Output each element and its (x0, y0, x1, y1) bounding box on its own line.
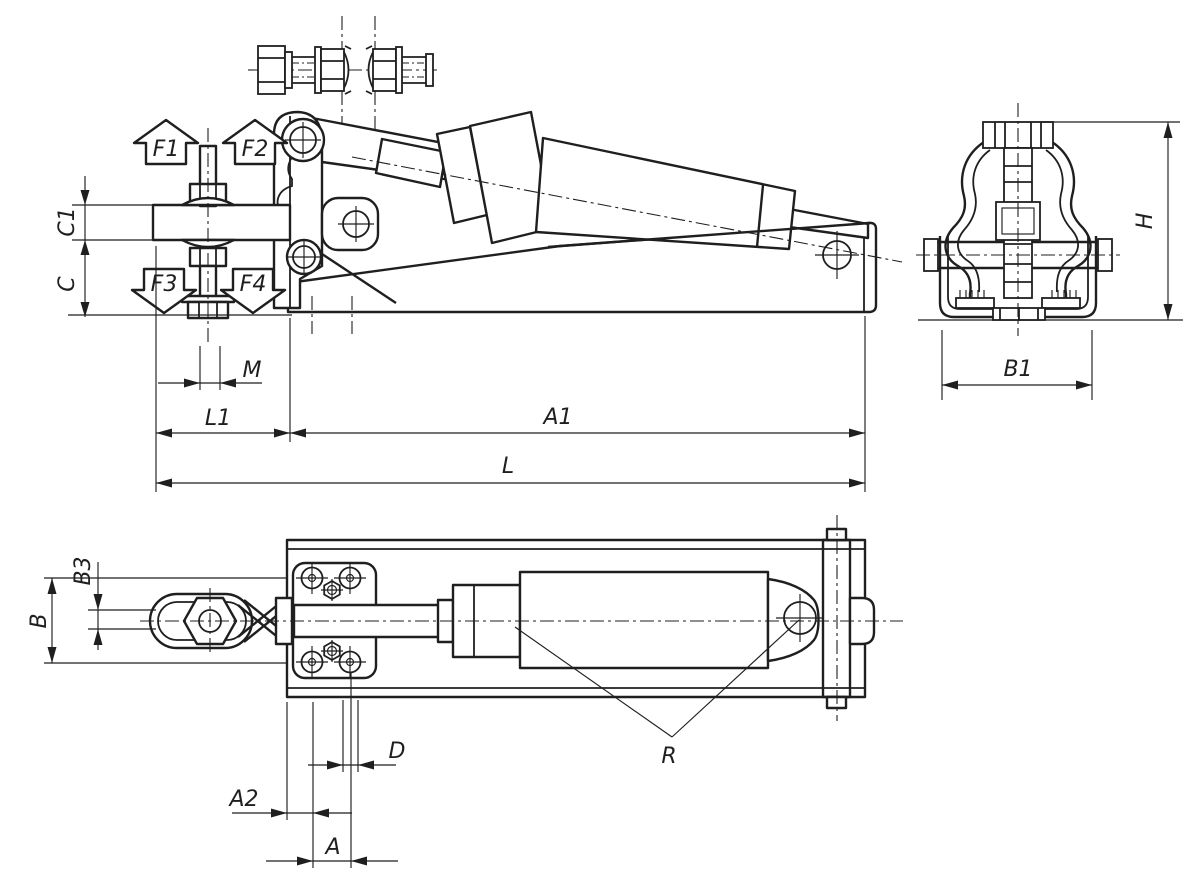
dim-label-a1: A1 (541, 405, 572, 430)
dim-label-m: M (243, 358, 262, 383)
radius-callout: R (514, 619, 800, 769)
rear-pin (848, 596, 876, 646)
dim-label-b: B (27, 613, 52, 628)
clamp-arm-bar (151, 203, 292, 242)
clamp-spindle-assembly (151, 128, 292, 344)
force-arrow-down-icon (219, 267, 287, 315)
force-arrow-up-icon (132, 118, 200, 166)
base-nut-left (992, 307, 1020, 321)
force-label-f4: F4 (240, 272, 267, 297)
dim-label-r: R (661, 744, 676, 769)
force-arrow-down-icon (130, 267, 198, 315)
top-view: R (140, 515, 903, 769)
force-label-f2: F2 (242, 137, 269, 162)
dim-label-c1: C1 (55, 207, 80, 236)
bolt-head (257, 45, 286, 95)
dim-label-h: H (1133, 213, 1158, 230)
force-arrows: F1 F2 F3 F4 (130, 118, 289, 315)
dim-label-b1: B1 (1003, 357, 1032, 382)
dim-label-l1: L1 (205, 406, 231, 431)
force-label-f3: F3 (151, 272, 178, 297)
cylinder-body-side (534, 136, 797, 251)
force-label-f1: F1 (153, 137, 180, 162)
flanged-nut-left (320, 48, 345, 92)
pneumatic-cylinder-side (374, 110, 797, 251)
top-view-dimensions: B B3 D A2 A (27, 556, 405, 868)
cylinder-body-top (518, 570, 770, 670)
flanged-nut-right (372, 48, 397, 92)
dim-label-l: L (502, 454, 514, 479)
base-nut-right (1018, 307, 1046, 321)
mounting-holes (296, 562, 366, 678)
end-view: H B1 (916, 103, 1183, 400)
dim-label-b3: B3 (71, 556, 96, 585)
cylinder-front-head-top (451, 583, 522, 659)
dim-label-a: A (323, 835, 340, 860)
side-view: F1 F2 F3 F4 (130, 110, 903, 344)
dim-label-c: C (55, 276, 80, 292)
spindle-detail-view (248, 16, 440, 132)
cylinder-axis-centerline (351, 156, 903, 263)
force-arrow-up-icon (221, 118, 289, 166)
dim-label-a2: A2 (227, 787, 258, 812)
dim-label-d: D (389, 739, 406, 764)
side-view-dimensions: C1 C M L1 A1 L (55, 176, 866, 492)
